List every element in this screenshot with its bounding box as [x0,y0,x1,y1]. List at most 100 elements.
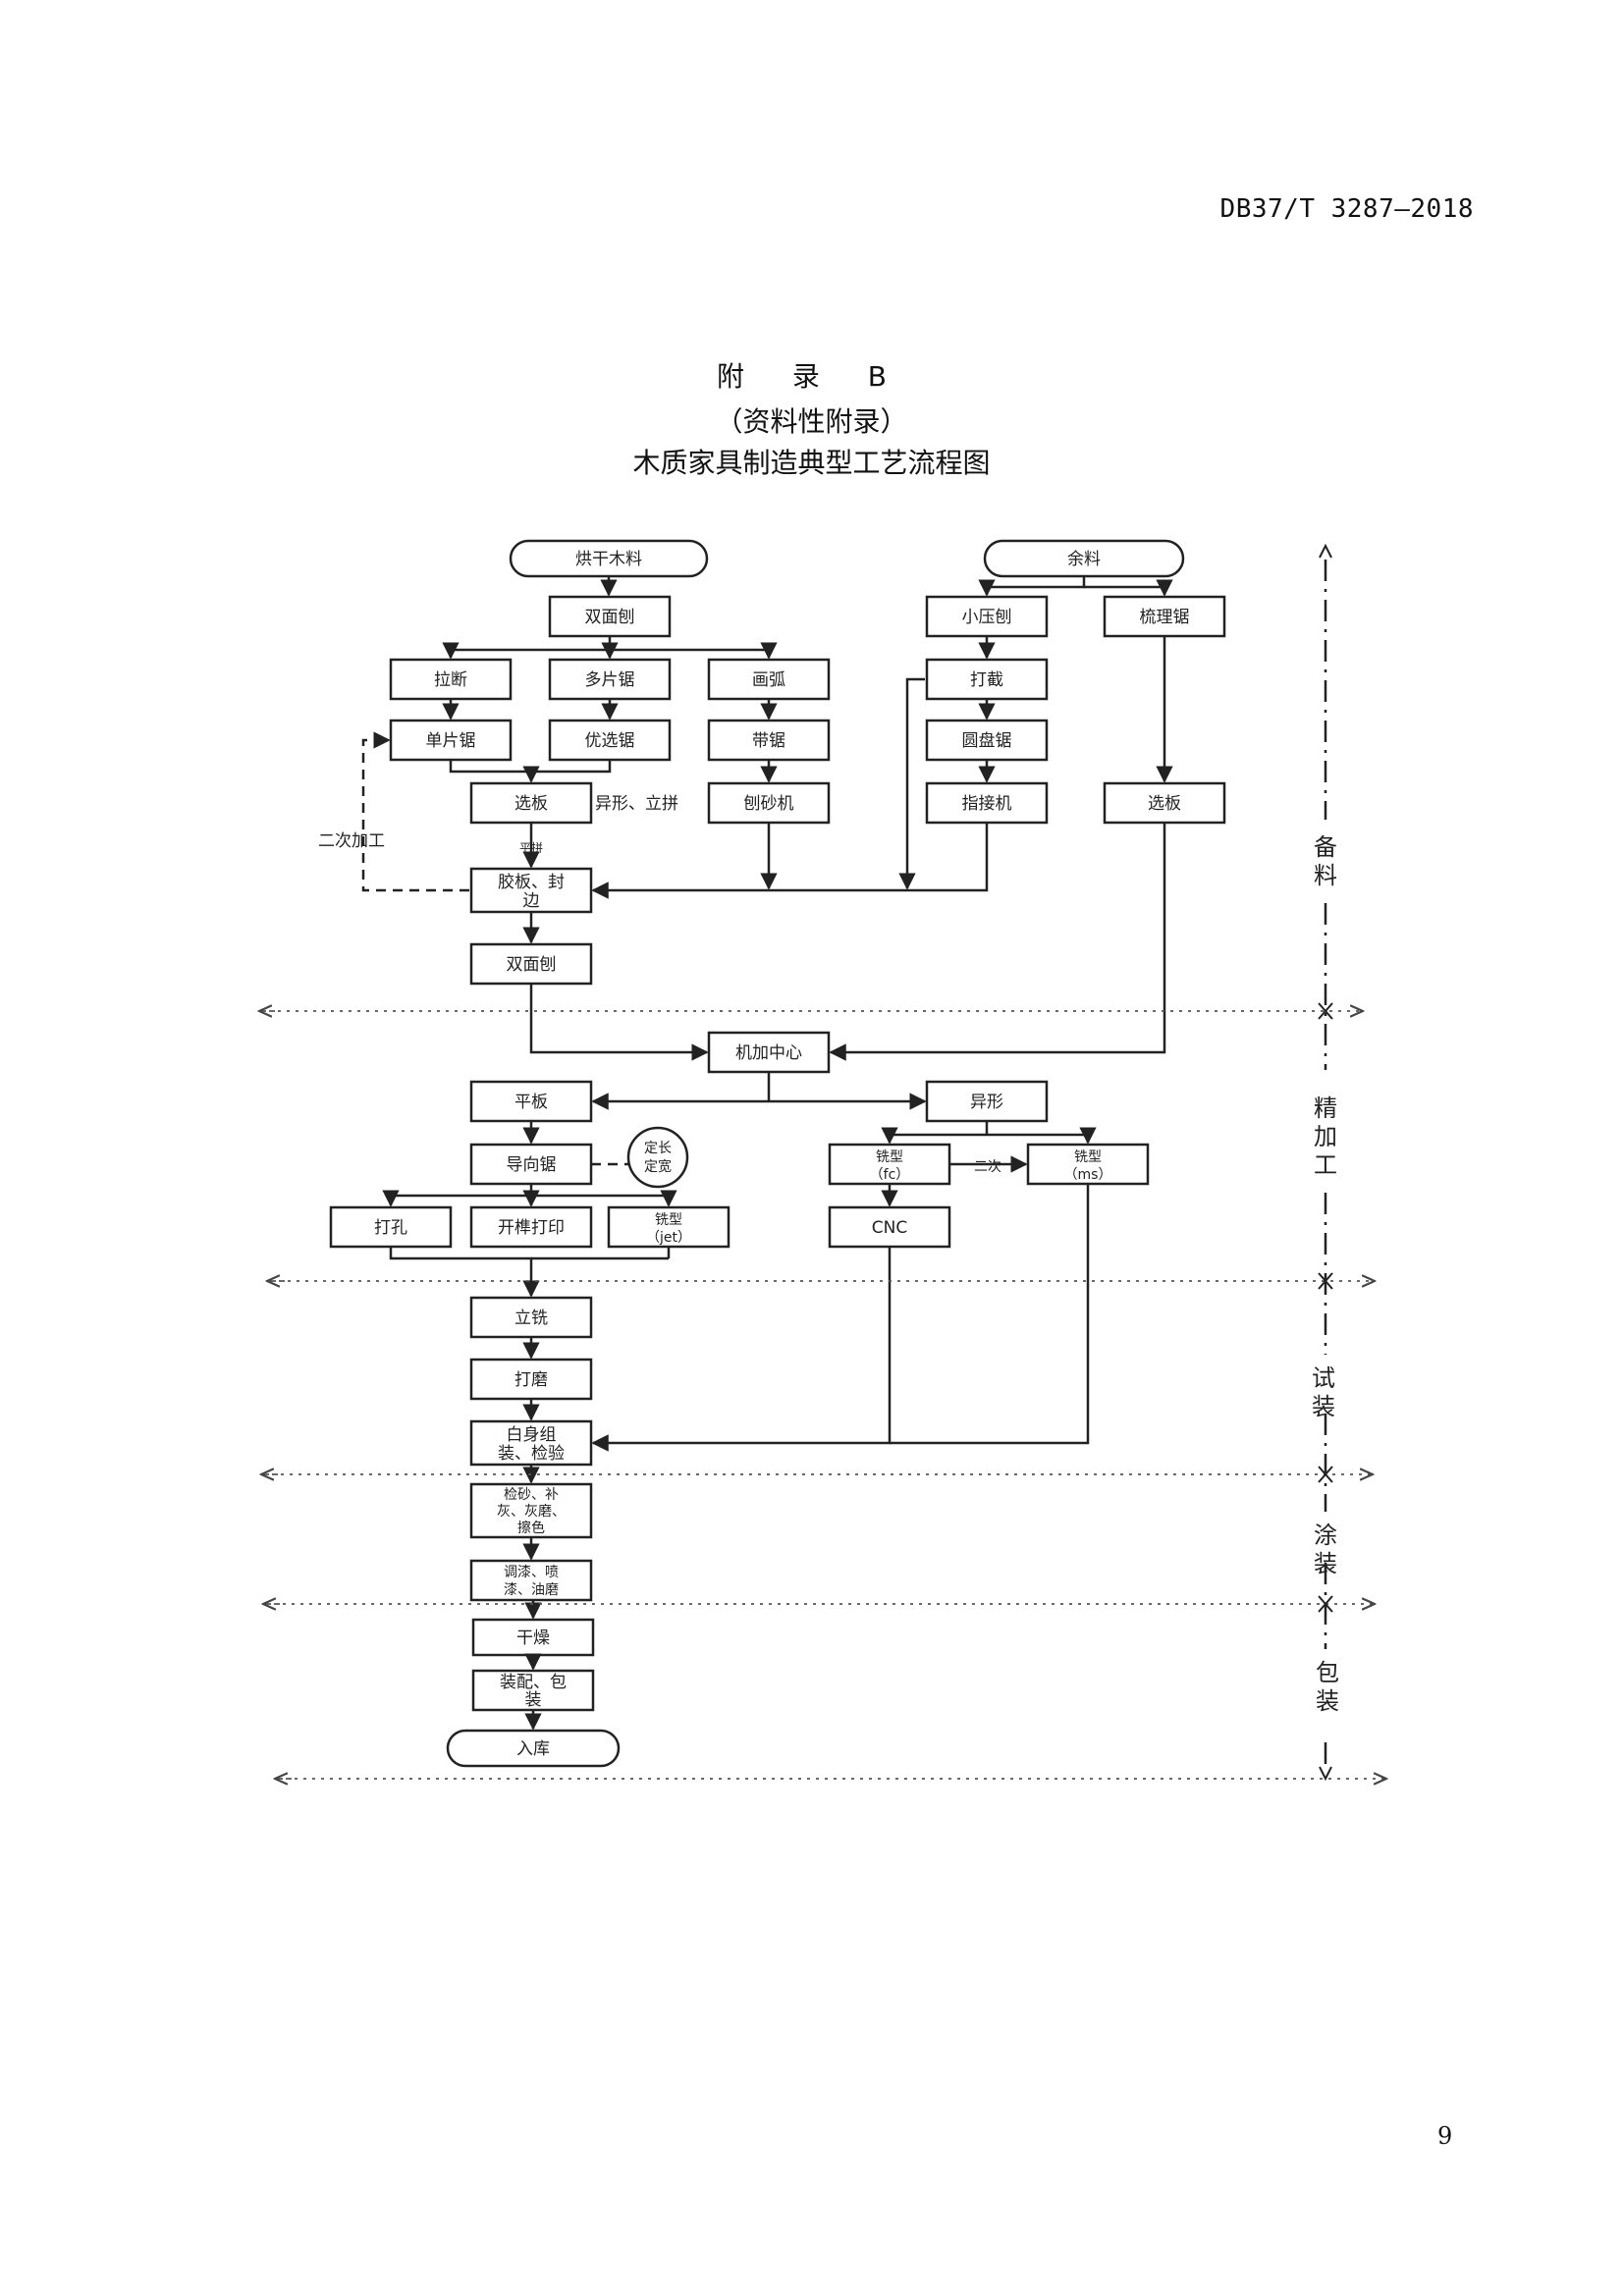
svg-text:干燥: 干燥 [516,1629,550,1648]
page-number: 9 [1437,2122,1453,2150]
cross-cut-node: 拉断 [389,658,513,701]
appendix-label: 附 录 B [716,360,906,393]
start-leftover-node: 余料 [983,539,1185,578]
white-assembly-node: 白身组 装、检验 [469,1419,593,1467]
svg-text:拉断: 拉断 [434,670,467,690]
svg-text:定宽: 定宽 [644,1158,672,1175]
band-saw-node: 带锯 [707,719,831,762]
machining-center-node: 机加中心 [707,1031,831,1074]
svg-text:烘干木料: 烘干木料 [575,550,642,569]
svg-text:入库: 入库 [516,1739,550,1759]
shaped-glued-label: 异形、立拼 [595,794,678,814]
svg-text:（fc）: （fc） [870,1167,910,1183]
stage-coat-label: 装 [1314,1550,1337,1577]
svg-text:画弧: 画弧 [752,670,785,690]
svg-text:单片锯: 单片锯 [426,731,476,751]
stage-prep-label: 料 [1314,862,1337,889]
svg-text:铣型: 铣型 [876,1149,903,1165]
svg-text:优选锯: 优选锯 [585,731,635,751]
svg-text:余料: 余料 [1067,550,1101,569]
svg-text:多片锯: 多片锯 [585,670,635,690]
vertical-mill-node: 立铣 [469,1296,593,1339]
stage-fine-label: 工 [1314,1151,1337,1179]
stage-fine-label: 加 [1314,1123,1337,1150]
stage-trial-label: 试 [1312,1364,1335,1392]
start-dry-wood-node: 烘干木料 [509,539,709,578]
glue-edge-node: 胶板、封 边 [469,867,593,914]
stage-coat-label: 涂 [1314,1522,1337,1549]
svg-text:CNC: CNC [872,1218,907,1238]
svg-text:装: 装 [525,1690,542,1710]
drill-node: 打孔 [329,1205,453,1249]
stage-trial-label: 装 [1312,1393,1335,1420]
guide-saw-node: 导向锯 [469,1143,593,1186]
svg-text:铣型: 铣型 [1074,1149,1102,1165]
svg-text:打截: 打截 [970,670,1003,690]
svg-text:梳理锯: 梳理锯 [1140,608,1190,627]
finger-joint-node: 指接机 [925,781,1049,825]
fixed-length-width-node: 定长 定宽 [626,1126,689,1189]
svg-text:小压刨: 小压刨 [962,608,1012,627]
svg-text:打孔: 打孔 [374,1218,407,1238]
document-code: DB37/T 3287—2018 [1219,194,1474,224]
stage-axis [1318,543,1333,1782]
svg-text:装配、包: 装配、包 [500,1673,567,1692]
sorting-saw-node: 梳理锯 [1103,595,1226,638]
svg-text:漆、油磨: 漆、油磨 [504,1582,559,1598]
svg-text:调漆、喷: 调漆、喷 [504,1565,559,1580]
svg-text:白身组: 白身组 [507,1425,557,1445]
svg-text:指接机: 指接机 [962,794,1012,814]
single-rip-saw-node: 单片锯 [389,719,513,762]
svg-text:选板: 选板 [514,794,548,814]
secondary-processing-label: 二次加工 [318,831,385,851]
mortise-print-node: 开榫打印 [469,1205,593,1249]
svg-text:带锯: 带锯 [752,731,785,751]
shaped-node: 异形 [925,1080,1049,1123]
small-planer-node: 小压刨 [925,595,1049,638]
stage-pack-label: 包 [1316,1659,1339,1686]
gang-saw-node: 多片锯 [548,658,672,701]
svg-text:双面刨: 双面刨 [585,608,635,627]
appendix-type: （资料性附录） [715,405,908,438]
flat-board-node: 平板 [469,1080,593,1123]
svg-text:定长: 定长 [644,1141,672,1156]
svg-text:装、检验: 装、检验 [498,1444,565,1464]
sanding-node: 打磨 [469,1358,593,1401]
secondary-label: 二次 [974,1159,1001,1175]
svg-text:机加中心: 机加中心 [735,1043,802,1063]
flat-glued-label: 平拼 [519,841,543,855]
paint-node: 调漆、喷 漆、油磨 [469,1559,593,1602]
svg-text:铣型: 铣型 [655,1212,682,1228]
cnc-node: CNC [828,1205,951,1249]
svg-text:刨砂机: 刨砂机 [744,794,794,814]
stage-labels: 备 料 精 加 工 试 装 涂 装 包 装 [1312,833,1339,1715]
svg-text:开榫打印: 开榫打印 [498,1218,565,1238]
circular-saw-node: 圆盘锯 [925,719,1049,762]
stage-fine-label: 精 [1314,1095,1337,1122]
stage-dividers [259,1011,1386,1779]
svg-text:双面刨: 双面刨 [507,955,557,975]
svg-text:边: 边 [523,891,540,911]
board-select-node: 选板 [469,781,593,825]
draw-arc-node: 画弧 [707,658,831,701]
double-planer-2-node: 双面刨 [469,942,593,986]
svg-text:胶板、封: 胶板、封 [498,873,565,892]
svg-text:圆盘锯: 圆盘锯 [962,731,1012,751]
svg-text:立铣: 立铣 [514,1308,548,1328]
svg-text:检砂、补: 检砂、补 [504,1487,559,1503]
optimizing-saw-node: 优选锯 [548,719,672,762]
svg-text:平板: 平板 [514,1093,548,1112]
finish-sand-node: 检砂、补 灰、灰磨、 擦色 [469,1482,593,1539]
planer-sander-node: 刨砂机 [707,781,831,825]
svg-text:打磨: 打磨 [514,1370,548,1390]
appendix-title: 木质家具制造典型工艺流程图 [632,447,991,479]
svg-text:（jet）: （jet） [646,1230,691,1246]
connectors [361,576,1173,1731]
mill-fc-node: 铣型 （fc） [828,1143,951,1186]
warehouse-node: 入库 [446,1729,621,1768]
stage-pack-label: 装 [1316,1687,1339,1715]
double-planer-node: 双面刨 [548,595,672,638]
svg-text:选板: 选板 [1148,794,1181,814]
